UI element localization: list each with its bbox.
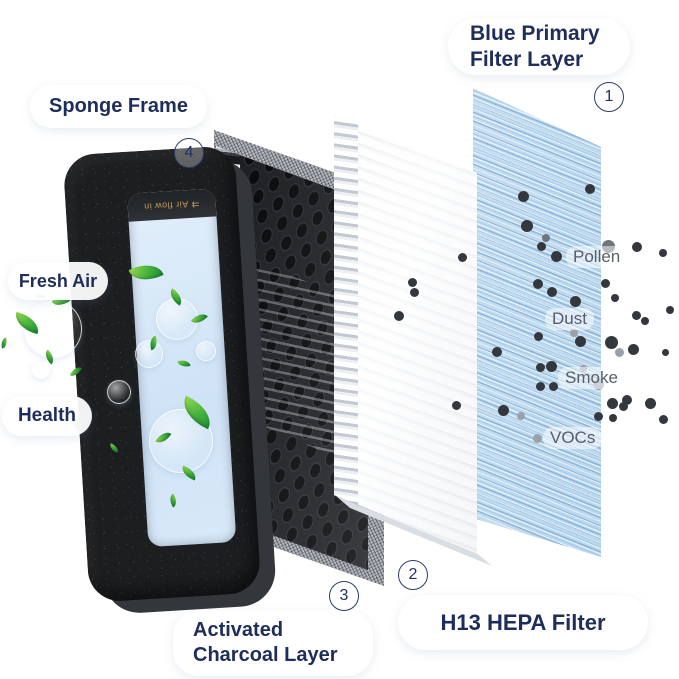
step-4-number: 4	[184, 144, 194, 161]
particle-dot	[627, 343, 639, 355]
particle-dot	[535, 381, 545, 391]
label-health: Health	[2, 396, 92, 436]
air-bubble	[32, 361, 50, 379]
step-3-number: 3	[339, 587, 349, 604]
particle-dot	[641, 317, 649, 325]
label-sponge-frame-text: Sponge Frame	[49, 95, 188, 117]
particle-dot	[618, 401, 628, 411]
particle-dot	[521, 220, 533, 232]
label-blue-primary-line2: Filter Layer	[470, 47, 584, 71]
particle-dot	[407, 277, 417, 287]
particle-dot	[631, 310, 641, 320]
particle-dot	[533, 331, 543, 341]
particle-dot	[457, 252, 467, 262]
air-bubble	[196, 341, 216, 361]
label-fresh-air: Fresh Air	[8, 262, 108, 300]
particle-dot	[492, 347, 502, 357]
particle-dot	[532, 433, 542, 443]
particle-dot	[542, 234, 550, 242]
particle-dot	[606, 397, 618, 409]
step-2-number: 2	[408, 566, 418, 583]
particle-dot	[548, 381, 558, 391]
label-dust: Dust	[545, 308, 594, 330]
particle-dot	[569, 295, 581, 307]
particle-dot	[604, 335, 618, 349]
particle-dot	[545, 360, 557, 372]
particle-dot	[517, 190, 529, 202]
label-sponge-frame: Sponge Frame	[30, 85, 207, 128]
particle-dot	[611, 294, 619, 302]
particle-dot	[451, 400, 461, 410]
particle-dot	[644, 397, 656, 409]
particle-dot	[609, 414, 617, 422]
particle-dot	[547, 287, 557, 297]
label-activated-charcoal: Activated Charcoal Layer	[173, 610, 373, 676]
particle-dot	[632, 242, 642, 252]
label-health-text: Health	[17, 405, 77, 426]
label-h13-hepa-text: H13 HEPA Filter	[440, 609, 606, 635]
particle-dot	[614, 347, 624, 357]
label-pollen: Pollen	[566, 246, 628, 268]
label-smoke: Smoke	[558, 367, 625, 389]
particle-dot	[666, 306, 674, 314]
air-bubble	[135, 340, 163, 368]
step-2-badge: 2	[398, 560, 428, 590]
particle-dot	[593, 411, 603, 421]
step-3-badge: 3	[329, 581, 359, 611]
step-1-badge: 1	[594, 82, 624, 112]
label-blue-primary-filter: Blue Primary Filter Layer	[448, 18, 630, 75]
label-h13-hepa-filter: H13 HEPA Filter	[398, 595, 648, 650]
particle-dot	[600, 278, 610, 288]
particle-dot	[394, 311, 404, 321]
step-4-badge: 4	[174, 138, 204, 168]
particle-dot	[497, 404, 509, 416]
label-blue-primary-line1: Blue Primary	[470, 21, 600, 45]
label-activated-line2: Charcoal Layer	[193, 644, 338, 666]
label-vocs: VOCs	[543, 427, 603, 449]
particle-dot	[661, 348, 669, 356]
step-1-number: 1	[604, 88, 614, 105]
particle-dot	[658, 414, 668, 424]
particle-dot	[533, 279, 543, 289]
particle-dot	[574, 335, 586, 347]
particle-dot	[622, 395, 632, 405]
label-fresh-air-text: Fresh Air	[18, 270, 98, 291]
particle-dot	[570, 329, 578, 337]
particle-dot	[409, 287, 419, 297]
particle-dot	[517, 412, 525, 420]
particle-dot	[659, 249, 667, 257]
particle-dot	[535, 362, 545, 372]
particle-dot	[550, 250, 562, 262]
air-bubble	[107, 380, 131, 404]
particle-dot	[585, 184, 595, 194]
particle-dot	[536, 241, 546, 251]
label-activated-line1: Activated	[193, 619, 284, 641]
